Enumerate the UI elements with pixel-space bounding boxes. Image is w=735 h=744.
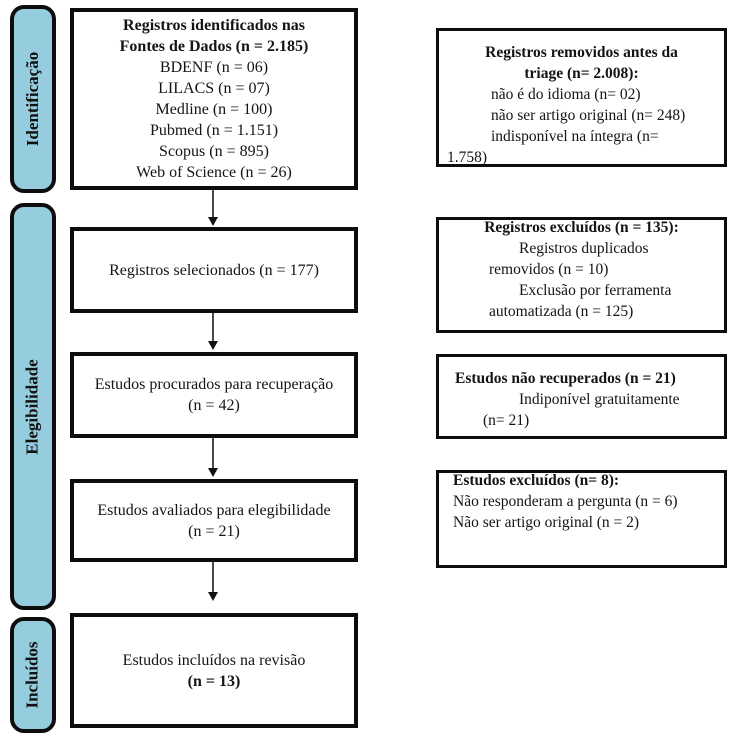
exclusion-item: não é do idioma (n= 02) xyxy=(491,86,641,103)
stage-identificacao: Identificação xyxy=(10,5,56,193)
exclusion-item: 1.758) xyxy=(447,149,488,166)
exclusion-item: Registros duplicados xyxy=(519,240,649,257)
box-title-line: Registros identificados nas xyxy=(123,17,305,34)
stage-incluidos-label: Incluídos xyxy=(23,641,42,709)
exclusion-box-removed-before-screening: Registros removidos antes da triage (n= … xyxy=(436,28,727,167)
arrow-head-icon xyxy=(208,217,218,226)
flow-box-assessed: Estudos avaliados para elegibilidade (n … xyxy=(70,479,358,562)
exclusion-title-line: Estudos não recuperados (n = 21) xyxy=(455,370,676,387)
box-title-line: Fontes de Dados (n = 2.185) xyxy=(119,38,309,55)
arrow-line-3 xyxy=(212,438,214,469)
box-line: Estudos incluídos na revisão xyxy=(122,651,306,669)
exclusion-title-line: Estudos excluídos (n= 8): xyxy=(453,472,620,489)
exclusion-item: automatizada (n = 125) xyxy=(489,303,634,320)
box-line: Estudos avaliados para elegibilidade xyxy=(97,501,331,519)
source-line: Pubmed (n = 1.151) xyxy=(149,122,279,139)
arrow-line-2 xyxy=(212,313,214,342)
exclusion-title-line: Registros removidos antes da xyxy=(485,44,678,61)
exclusion-title-line: Registros excluídos (n = 135): xyxy=(484,219,679,236)
exclusion-item: indisponível na íntegra (n= xyxy=(491,128,659,145)
exclusion-box-records-excluded: Registros excluídos (n = 135): Registros… xyxy=(436,217,727,333)
box-line: (n = 21) xyxy=(188,522,240,540)
arrow-head-icon xyxy=(208,468,218,477)
arrow-line-1 xyxy=(212,190,214,218)
flow-box-sought: Estudos procurados para recuperação (n =… xyxy=(70,352,358,438)
source-line: BDENF (n = 06) xyxy=(159,59,269,76)
exclusion-item: não ser artigo original (n= 248) xyxy=(491,107,686,124)
arrow-line-4 xyxy=(212,562,214,593)
stage-incluidos: Incluídos xyxy=(10,617,56,733)
arrow-head-icon xyxy=(208,592,218,601)
box-line: (n = 42) xyxy=(188,397,240,414)
exclusion-item: Não responderam a pergunta (n = 6) xyxy=(453,493,678,510)
stage-identificacao-label: Identificação xyxy=(23,51,42,147)
stage-elegibilidade-label: Elegibilidade xyxy=(23,358,43,455)
stage-elegibilidade: Elegibilidade xyxy=(10,203,56,610)
box-line: (n = 13) xyxy=(187,672,241,690)
source-line: Medline (n = 100) xyxy=(155,101,273,118)
arrow-head-icon xyxy=(208,341,218,350)
exclusion-item: Exclusão por ferramenta xyxy=(519,282,672,299)
box-line: Estudos procurados para recuperação xyxy=(94,376,334,393)
exclusion-item: Indiponível gratuitamente xyxy=(519,391,680,408)
box-line: Registros selecionados (n = 177) xyxy=(109,261,319,279)
flow-box-identified: Registros identificados nas Fontes de Da… xyxy=(70,8,358,190)
source-line: Web of Science (n = 26) xyxy=(136,164,292,181)
exclusion-item: (n= 21) xyxy=(483,412,530,429)
exclusion-item: removidos (n = 10) xyxy=(489,261,609,278)
source-line: Scopus (n = 895) xyxy=(159,143,269,160)
flow-box-included: Estudos incluídos na revisão (n = 13) xyxy=(70,613,358,728)
flow-box-screened: Registros selecionados (n = 177) xyxy=(70,227,358,313)
exclusion-item: Não ser artigo original (n = 2) xyxy=(453,514,640,531)
exclusion-box-not-retrieved: Estudos não recuperados (n = 21) Indipon… xyxy=(436,354,727,439)
exclusion-title-line: triage (n= 2.008): xyxy=(524,65,639,82)
exclusion-box-studies-excluded: Estudos excluídos (n= 8): Não respondera… xyxy=(436,470,727,568)
source-line: LILACS (n = 07) xyxy=(158,80,270,97)
